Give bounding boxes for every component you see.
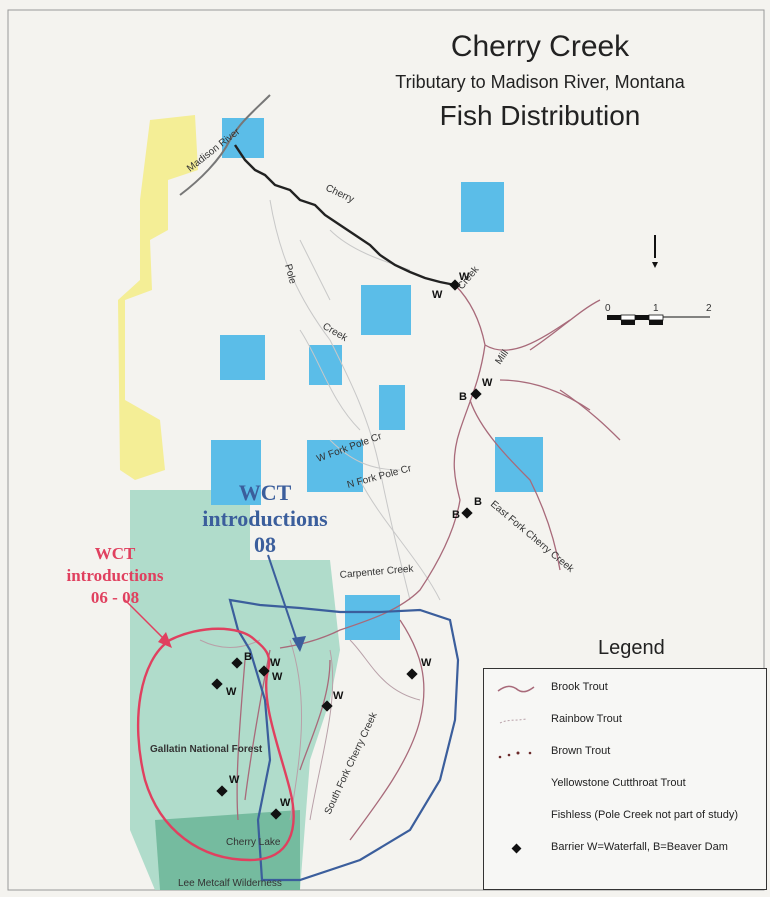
legend-item-brook-trout: Brook Trout <box>484 679 768 699</box>
barrier-letter: B <box>244 651 252 663</box>
barrier-letter: W <box>432 289 443 301</box>
barrier-letter: W <box>482 377 493 389</box>
legend-label: Yellowstone Cutthroat Trout <box>551 777 686 789</box>
wct-0608-line3: 06 - 08 <box>90 588 140 607</box>
wct-08-line1: WCT <box>238 480 292 505</box>
barrier-marker <box>216 785 228 797</box>
wilderness-label: Lee Metcalf Wilderness <box>178 878 282 889</box>
wct-08-arrow <box>267 554 301 651</box>
national-forest-area <box>130 490 340 890</box>
barrier-letter: W <box>229 774 240 786</box>
scale-bar: 0 1 2 <box>605 303 712 325</box>
barrier-letter: B <box>452 509 460 521</box>
cutthroat-trout-stream <box>234 144 456 287</box>
scale-tick: 2 <box>706 303 712 314</box>
wct-0608-line1: WCT <box>94 544 136 563</box>
wilderness-area <box>155 810 300 890</box>
legend-item-rainbow-trout: Rainbow Trout <box>484 711 768 731</box>
barrier-letter: W <box>280 797 291 809</box>
madison-river <box>179 94 271 196</box>
brook-trout-line-icon <box>497 685 535 693</box>
cutthroat-line-icon <box>496 777 536 793</box>
barrier-letter: B <box>474 496 482 508</box>
cherry-lake-label: Cherry Lake <box>226 837 281 848</box>
pole-label: Pole <box>282 263 298 286</box>
legend-item-cutthroat-trout: Yellowstone Cutthroat Trout <box>484 775 768 795</box>
legend-label: Brook Trout <box>551 681 608 693</box>
legend-item-fishless: Fishless (Pole Creek not part of study) <box>484 807 768 827</box>
barrier-marker <box>321 700 333 712</box>
legend-label: Barrier W=Waterfall, B=Beaver Dam <box>551 841 728 853</box>
rainbow-trout-line-icon <box>499 718 527 724</box>
state-land-parcels <box>211 118 543 640</box>
barrier-diamond-icon <box>511 843 522 854</box>
yellow-land-band <box>118 115 198 480</box>
legend-label: Fishless (Pole Creek not part of study) <box>551 809 739 821</box>
legend-label: Rainbow Trout <box>551 713 622 725</box>
legend-title: Legend <box>598 637 665 659</box>
map-subtitle: Tributary to Madison River, Montana <box>395 72 685 92</box>
legend-label: Brown Trout <box>551 745 611 757</box>
barrier-letter: W <box>459 271 470 283</box>
barrier-marker <box>258 665 270 677</box>
wct-08-arrowhead <box>292 636 306 652</box>
wct-0608-annotation: WCT introductions 06 - 08 <box>40 543 190 609</box>
legend: Brook Trout Rainbow Trout Brown Trout Ye… <box>483 668 767 890</box>
barrier-marker <box>270 808 282 820</box>
fishless-line-icon <box>496 809 536 825</box>
gallatin-label: Gallatin National Forest <box>150 744 263 755</box>
wct-08-line2: introductions <box>202 506 328 531</box>
scale-tick: 1 <box>653 303 659 314</box>
wct-0608-line2: introductions <box>66 566 164 585</box>
legend-item-barrier: Barrier W=Waterfall, B=Beaver Dam <box>484 839 768 859</box>
scale-tick: 0 <box>605 303 611 314</box>
north-arrow <box>652 235 658 268</box>
barrier-marker <box>231 657 243 669</box>
barrier-letters: W W W B B B B W W W W W <box>226 271 493 702</box>
barrier-letters-extra: W W <box>229 774 291 809</box>
barrier-letter: W <box>333 690 344 702</box>
barrier-letter: W <box>272 671 283 683</box>
wct-08-annotation: WCT introductions 08 <box>185 480 345 558</box>
barrier-letter: W <box>421 657 432 669</box>
brook-trout-streams <box>236 284 621 841</box>
map-title: Cherry Creek <box>450 30 630 63</box>
map-heading: Fish Distribution <box>439 100 641 131</box>
brown-trout-dots-icon <box>498 751 532 759</box>
barrier-marker <box>406 668 418 680</box>
barrier-markers <box>211 279 482 820</box>
barrier-marker <box>449 279 461 291</box>
fishless-streams <box>269 199 441 601</box>
wct-08-line3: 08 <box>254 532 276 557</box>
wct-0608-arrowhead <box>158 632 172 648</box>
barrier-letter: W <box>226 686 237 698</box>
barrier-marker <box>470 388 482 400</box>
barrier-letter: B <box>459 391 467 403</box>
barrier-marker <box>461 507 473 519</box>
barrier-letter: W <box>270 657 281 669</box>
barrier-marker <box>211 678 223 690</box>
legend-item-brown-trout: Brown Trout <box>484 743 768 763</box>
rainbow-trout-streams <box>199 639 421 821</box>
wct-08-boundary <box>228 598 460 882</box>
